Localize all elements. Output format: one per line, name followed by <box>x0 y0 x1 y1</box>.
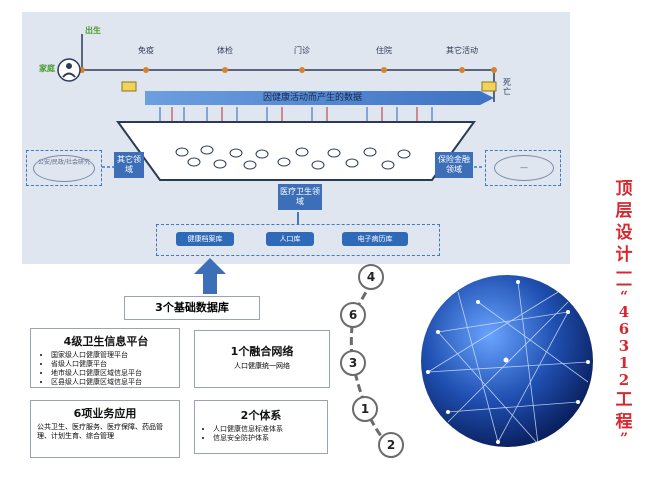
other-domain-outer: 公安/民政/社会研究 <box>26 150 102 186</box>
platform-item: 国家级人口健康管理平台 <box>51 351 175 360</box>
platform-list: 国家级人口健康管理平台 省级人口健康平台 地市级人口健康区域信息平台 区县级人口… <box>37 351 175 387</box>
health-data-diagram: 出生 家庭 免疫 体检 门诊 住院 其它活动 死亡 因健康活动而产生的数据 公安… <box>22 12 570 264</box>
db-callout: 3个基础数据库 <box>124 296 260 320</box>
up-arrow-icon <box>194 258 226 294</box>
business-card: 6项业务应用 公共卫生、医疗服务、医疗保障、药品管理、计划生育、综合管理 <box>30 400 180 458</box>
network-sub: 人口健康统一网络 <box>234 362 290 370</box>
db-population: 人口库 <box>266 232 314 246</box>
stage-outpatient: 门诊 <box>294 46 310 55</box>
vtitle-char: 4 <box>618 303 630 321</box>
timeline-dot-4 <box>381 67 387 73</box>
record-icon-right <box>481 81 497 92</box>
timeline-dot-2 <box>222 67 228 73</box>
globe-network-image <box>421 275 593 447</box>
db-health-records: 健康档案库 <box>176 232 234 246</box>
platform-item: 区县级人口健康区域信息平台 <box>51 378 175 387</box>
timeline-dot-5 <box>459 67 465 73</box>
insurance-domain-outer: — <box>485 150 561 186</box>
business-title: 6项业务应用 <box>73 407 137 420</box>
vtitle-char: 设 <box>615 223 633 243</box>
system-card: 2个体系 人口健康信息标准体系 信息安全防护体系 <box>194 400 328 454</box>
vtitle-char: — <box>615 262 633 282</box>
data-bubbles <box>175 145 411 170</box>
person-icon <box>57 58 81 82</box>
chain-link-2: 2 <box>378 432 404 458</box>
diagram-graphics <box>57 34 497 224</box>
other-domain-box: 其它领域 <box>114 152 144 178</box>
vtitle-char: 1 <box>618 354 630 372</box>
stage-inpatient: 住院 <box>376 46 392 55</box>
stage-checkup: 体检 <box>217 46 233 55</box>
system-list: 人口健康信息标准体系 信息安全防护体系 <box>199 425 323 443</box>
system-title: 2个体系 <box>240 409 282 422</box>
db-emr: 电子病历库 <box>342 232 408 246</box>
platform-card: 4级卫生信息平台 国家级人口健康管理平台 省级人口健康平台 地市级人口健康区域信… <box>30 328 180 388</box>
vtitle-char: 层 <box>615 201 633 221</box>
vtitle-char: 计 <box>615 245 633 265</box>
birth-label: 出生 <box>85 26 101 35</box>
stage-immunization: 免疫 <box>138 46 154 55</box>
health-domain-box: 医疗卫生领域 <box>278 184 322 210</box>
other-domain-text: 公安/民政/社会研究 <box>33 155 95 182</box>
platform-item: 地市级人口健康区域信息平台 <box>51 369 175 378</box>
network-card: 1个融合网络 人口健康统一网络 <box>194 330 330 388</box>
vtitle-char: — <box>615 274 633 294</box>
platform-item: 省级人口健康平台 <box>51 360 175 369</box>
platform-title: 4级卫生信息平台 <box>63 335 149 348</box>
timeline-dot-1 <box>143 67 149 73</box>
vtitle-char: 顶 <box>615 179 633 199</box>
system-item: 信息安全防护体系 <box>213 434 323 443</box>
insurance-domain-text: — <box>494 155 554 181</box>
chain-link-4: 4 <box>358 264 384 290</box>
vtitle-char: 程 <box>615 412 633 432</box>
timeline-dot-end <box>491 67 497 73</box>
vtitle-char: 工 <box>615 390 633 410</box>
timeline-dot-3 <box>299 67 305 73</box>
insurance-domain-box: 保险金融领域 <box>435 152 473 178</box>
family-label: 家庭 <box>39 64 55 73</box>
chain-link-1: 1 <box>352 396 378 422</box>
death-label: 死亡 <box>503 78 511 96</box>
stage-other: 其它活动 <box>446 46 478 55</box>
chain-link-3: 3 <box>340 350 366 376</box>
data-banner-text: 因健康活动而产生的数据 <box>262 93 362 103</box>
system-item: 人口健康信息标准体系 <box>213 425 323 434</box>
vtitle-char: 3 <box>618 337 630 355</box>
business-text: 公共卫生、医疗服务、医疗保障、药品管理、计划生育、综合管理 <box>37 423 163 440</box>
chain-link-6: 6 <box>340 302 366 328</box>
database-group <box>156 224 440 256</box>
vtitle-char: 2 <box>618 371 630 389</box>
record-icon-left <box>121 81 137 92</box>
vtitle-char: ” <box>619 431 629 447</box>
network-title: 1个融合网络 <box>230 345 294 358</box>
vertical-title: 顶 层 设 计 — — “ 4 6 3 1 2 工 程 ” <box>612 178 636 447</box>
vtitle-char: “ <box>619 289 629 305</box>
banner-arrow-head <box>480 91 494 105</box>
vtitle-char: 6 <box>618 320 630 338</box>
data-banner: 因健康活动而产生的数据 <box>145 91 480 105</box>
